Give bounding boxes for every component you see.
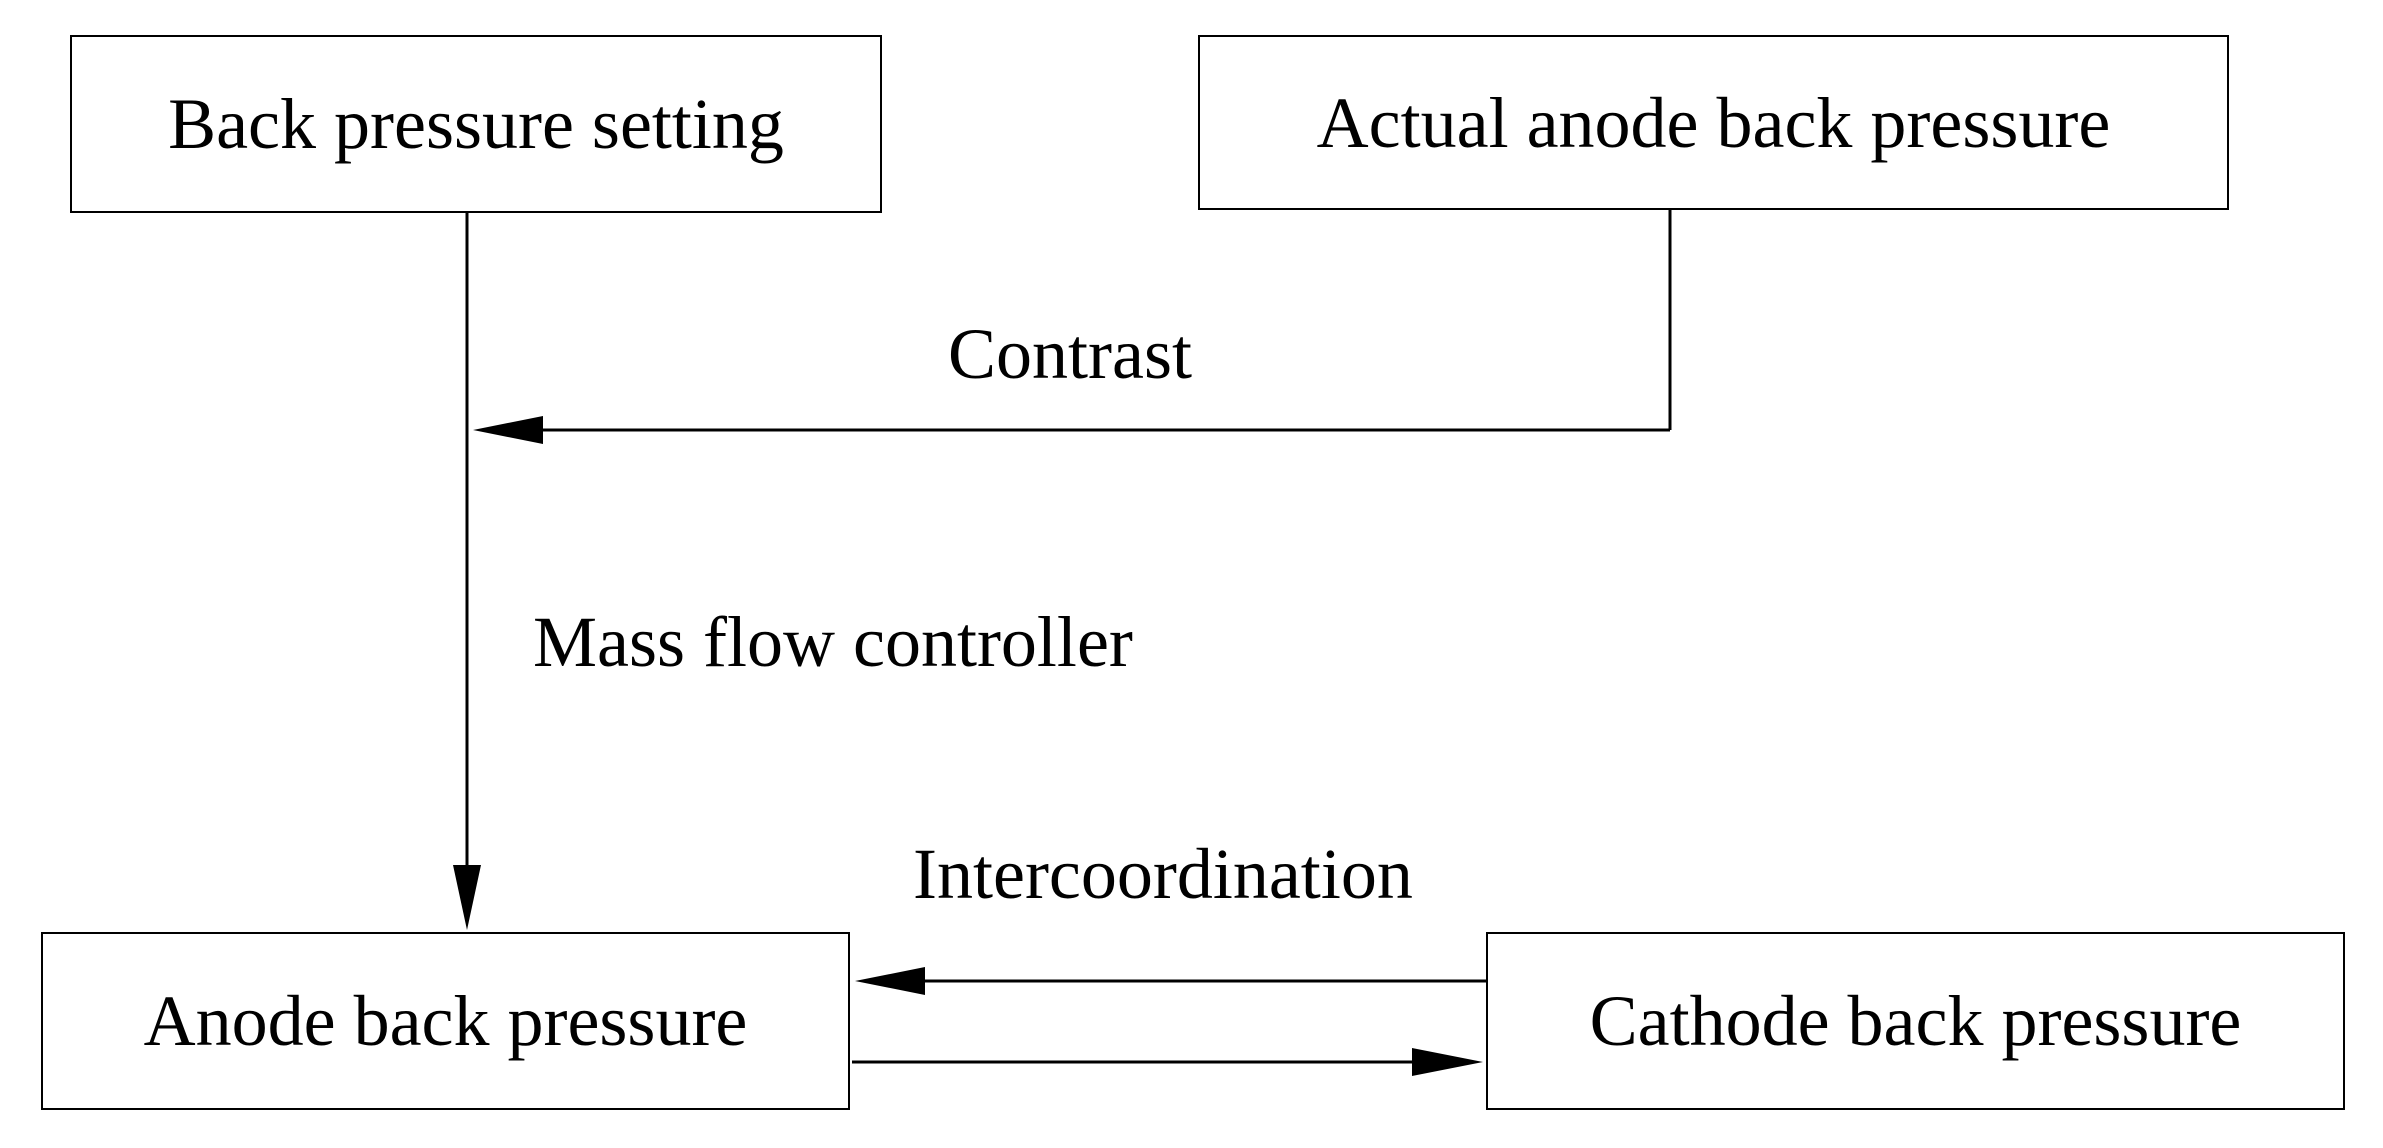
edge-label-mass-flow-controller: Mass flow controller: [533, 602, 1133, 682]
node-cathode-back-pressure: Cathode back pressure: [1486, 932, 2345, 1110]
arrowhead-down: [453, 865, 481, 930]
edge-label-intercoordination: Intercoordination: [913, 834, 1413, 914]
node-actual-anode-back-pressure: Actual anode back pressure: [1198, 35, 2229, 210]
edge-label-contrast: Contrast: [948, 314, 1192, 394]
arrowhead-left-anode: [855, 967, 925, 995]
node-label: Actual anode back pressure: [1316, 82, 2111, 163]
node-anode-back-pressure: Anode back pressure: [41, 932, 850, 1110]
arrowhead-left-contrast: [473, 416, 543, 444]
node-label: Cathode back pressure: [1589, 981, 2242, 1061]
node-back-pressure-setting: Back pressure setting: [70, 35, 882, 213]
node-label: Back pressure setting: [168, 84, 784, 164]
node-label: Anode back pressure: [143, 981, 748, 1061]
arrowhead-right-cathode: [1412, 1048, 1483, 1076]
